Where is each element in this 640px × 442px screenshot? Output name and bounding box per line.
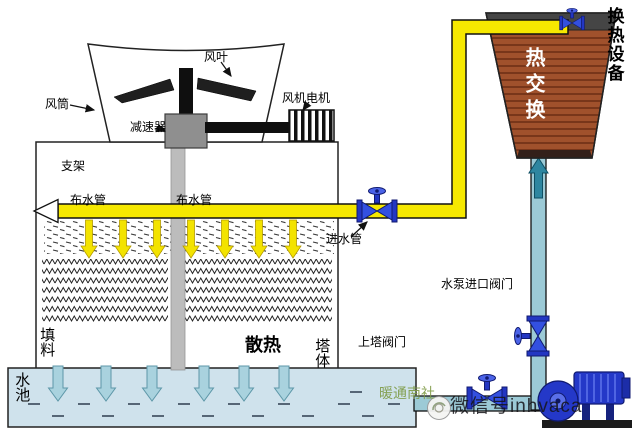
up-tower-valve-label: 上塔阀门 [358, 335, 407, 349]
pool-ripples [28, 391, 400, 417]
flow-up-arrow [528, 157, 549, 199]
pool-label: 水池 [13, 372, 31, 402]
fan-hub [179, 68, 193, 118]
watermark-wechat: 微信号inhvaca [450, 396, 583, 417]
water-pump [537, 371, 632, 428]
fan-duct-label: 风筒 [45, 97, 70, 111]
support-label: 支架 [61, 159, 86, 173]
water-pool [7, 367, 417, 428]
heat-exchange-equipment-label: 换热设备 [604, 7, 624, 83]
fan-blade-right [196, 77, 257, 102]
heat-exchange-label: 热交换 [522, 47, 544, 125]
fan-motor [288, 109, 335, 142]
return-pipe [57, 19, 569, 219]
watermark-brand: 暖通南社 [379, 385, 435, 401]
tower-body-label: 塔体 [313, 338, 331, 368]
fill-pack-left [42, 259, 168, 322]
fan-blade-label: 风叶 [204, 50, 229, 64]
flow-left-arrow [32, 198, 59, 224]
fill-pack-right [182, 259, 332, 322]
dist-pipe-left-label: 布水管 [70, 193, 107, 207]
drive-shaft [170, 147, 186, 371]
tower-body [35, 141, 339, 373]
fill-label: 填料 [38, 327, 56, 357]
label-leader-arrows [69, 61, 368, 238]
pump-inlet-valve-label: 水泵进口阀门 [441, 277, 514, 291]
fan-motor-label: 风机电机 [282, 91, 331, 105]
fan-blade-left [113, 78, 175, 104]
gearbox [164, 113, 208, 149]
watermark-logo [427, 396, 451, 420]
reducer-label: 减速器 [130, 120, 167, 134]
drive-link [205, 122, 289, 133]
spray-arrows [80, 219, 302, 259]
pool-drop-arrows [47, 365, 295, 402]
inlet-pipe-label: 进水管 [326, 232, 363, 246]
dist-pipe-right-label: 布水管 [176, 193, 213, 207]
heat-dissipation-label: 散热 [245, 335, 281, 355]
